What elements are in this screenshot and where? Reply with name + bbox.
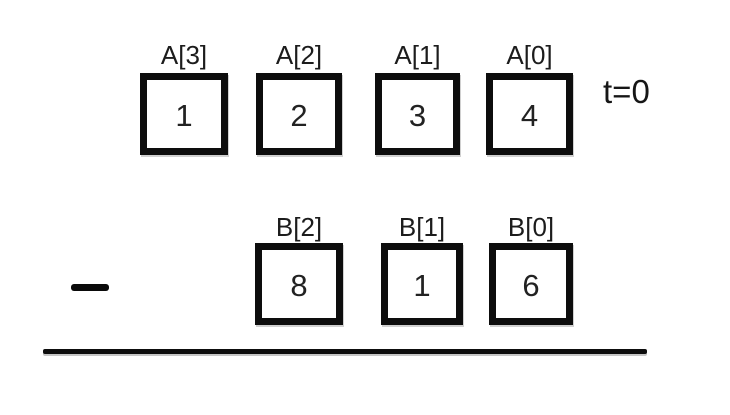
cell-label-b1: B[1] (398, 212, 446, 242)
cell-box-a2: 2 (256, 73, 342, 155)
cell-value-b2: 8 (290, 267, 308, 303)
array-cell-b0: B[0] 6 (489, 212, 573, 325)
time-step-label: t=0 (603, 73, 650, 110)
cell-label-b2: B[2] (275, 212, 323, 242)
cell-value-b0: 6 (522, 267, 540, 303)
cell-box-a3: 1 (140, 73, 228, 155)
array-cell-a1: A[1] 3 (375, 40, 460, 155)
array-cell-a2: A[2] 2 (256, 40, 342, 155)
cell-label-b0: B[0] (507, 212, 555, 242)
cell-value-b1: 1 (413, 267, 431, 303)
cell-value-a2: 2 (290, 97, 308, 133)
cell-label-a1: A[1] (394, 40, 441, 70)
answer-line (43, 349, 647, 354)
cell-box-b0: 6 (489, 243, 573, 325)
cell-value-a1: 3 (408, 97, 427, 133)
cell-label-a3: A[3] (160, 40, 208, 70)
cell-box-a0: 4 (486, 73, 573, 155)
cell-box-b1: 1 (381, 243, 463, 325)
minus-operator-icon (71, 284, 109, 291)
cell-box-b2: 8 (255, 243, 343, 325)
array-cell-b1: B[1] 1 (381, 212, 463, 325)
array-cell-a3: A[3] 1 (140, 40, 228, 155)
cell-label-a2: A[2] (275, 40, 323, 70)
cell-value-a0: 4 (520, 97, 539, 133)
array-cell-b2: B[2] 8 (255, 212, 343, 325)
cell-label-a0: A[0] (506, 40, 553, 70)
cell-box-a1: 3 (375, 73, 460, 155)
array-cell-a0: A[0] 4 (486, 40, 573, 155)
cell-value-a3: 1 (175, 97, 193, 133)
